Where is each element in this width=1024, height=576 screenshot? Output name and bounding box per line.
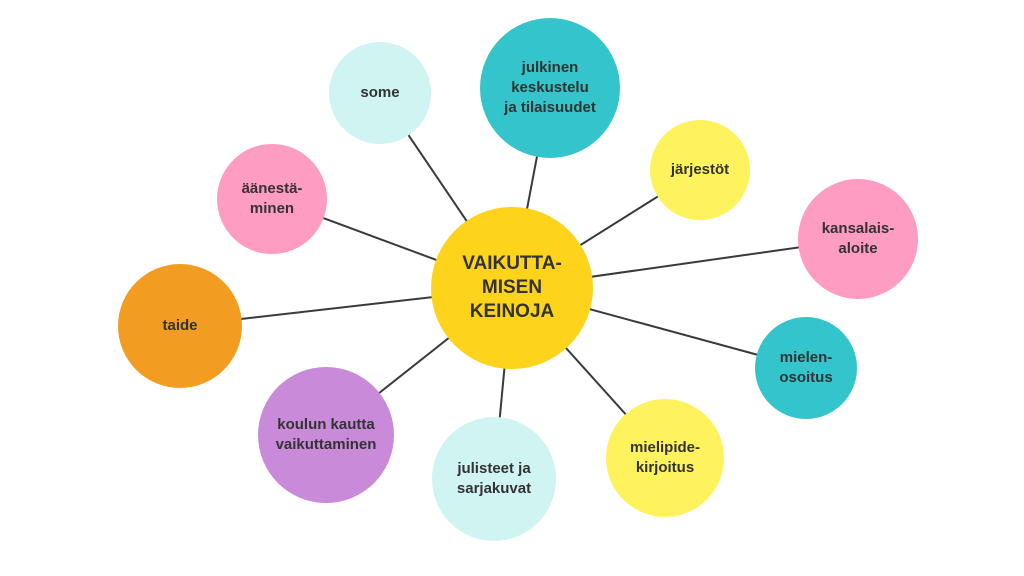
center-node: VAIKUTTA- MISEN KEINOJA [431, 207, 593, 369]
topic-node: julisteet ja sarjakuvat [432, 417, 556, 541]
topic-node: taide [118, 264, 242, 388]
topic-node: järjestöt [650, 120, 750, 220]
topic-node: koulun kautta vaikuttaminen [258, 367, 394, 503]
topic-node: äänestä- minen [217, 144, 327, 254]
topic-node: some [329, 42, 431, 144]
topic-node: kansalais- aloite [798, 179, 918, 299]
topic-node: mielen- osoitus [755, 317, 857, 419]
topic-node: mielipide- kirjoitus [606, 399, 724, 517]
topic-node: julkinen keskustelu ja tilaisuudet [480, 18, 620, 158]
